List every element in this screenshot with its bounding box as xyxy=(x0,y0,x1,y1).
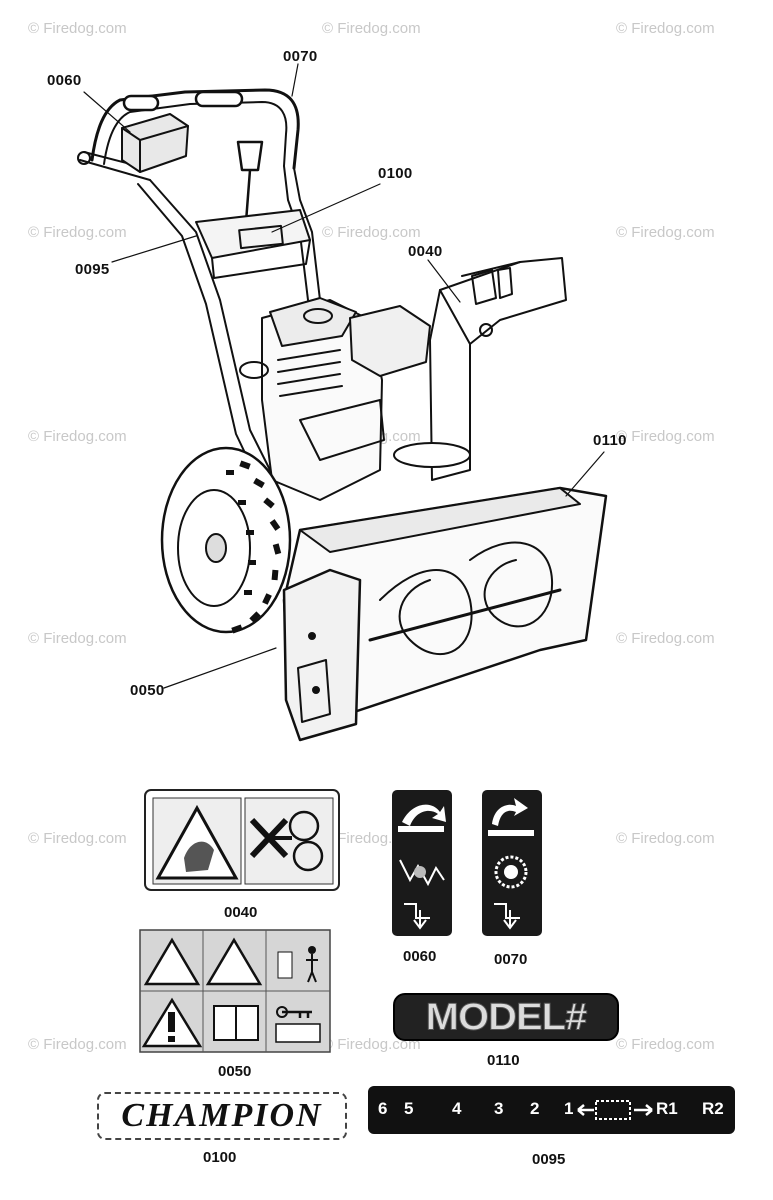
decal-label-0050: 0050 xyxy=(218,1063,252,1080)
gear-2: 2 xyxy=(530,1099,540,1118)
decal-0100-brand: CHAMPION xyxy=(97,1092,347,1140)
warning-triangle-icon xyxy=(143,937,201,986)
engine-detail xyxy=(299,399,385,461)
watermark: © Firedog.com xyxy=(616,428,715,445)
auger-spiral xyxy=(379,569,473,656)
watermark: © Firedog.com xyxy=(28,20,127,37)
housing-side xyxy=(282,568,362,742)
arrow-down-icon xyxy=(494,903,520,930)
watermark: © Firedog.com xyxy=(616,1036,715,1053)
decal-0060 xyxy=(392,790,452,936)
callout-0070: 0070 xyxy=(283,48,318,65)
watermark: © Firedog.com xyxy=(616,830,715,847)
watermark: © Firedog.com xyxy=(28,830,127,847)
gear-1: 1 xyxy=(564,1099,574,1118)
chute-tab xyxy=(471,267,513,305)
model-text: MODEL# xyxy=(425,995,588,1038)
tire xyxy=(160,446,292,634)
decal-label-0095: 0095 xyxy=(532,1151,566,1168)
engine-cap xyxy=(303,308,333,324)
leader-line-0070 xyxy=(291,63,299,97)
arrow-down-icon xyxy=(404,903,430,930)
watermark: © Firedog.com xyxy=(28,428,127,445)
watermark: © Firedog.com xyxy=(322,224,421,241)
skid-shoe xyxy=(297,659,331,723)
tire-tread xyxy=(226,460,282,634)
gear-3: 3 xyxy=(494,1099,504,1118)
dash-decal-area xyxy=(238,224,284,250)
callout-0060: 0060 xyxy=(47,72,82,89)
gear-5: 5 xyxy=(404,1099,414,1118)
callout-0040: 0040 xyxy=(408,243,443,260)
fuel-tank xyxy=(349,305,431,377)
watermark: © Firedog.com xyxy=(322,1036,421,1053)
gear-r2: R2 xyxy=(702,1099,724,1118)
decal-0040 xyxy=(144,789,340,891)
auger-shaft xyxy=(368,588,562,642)
tire-inner xyxy=(177,489,251,607)
control-box xyxy=(121,113,189,173)
warning-triangle-icon xyxy=(205,937,263,986)
recoil-handle xyxy=(239,361,269,379)
watermark: © Firedog.com xyxy=(322,20,421,37)
handle-grip xyxy=(194,90,244,108)
engine-fins xyxy=(277,349,343,397)
housing-lip xyxy=(299,487,581,553)
decal-0110-model: MODEL# xyxy=(393,993,619,1041)
gear-r1: R1 xyxy=(656,1099,678,1118)
leader-line-0110 xyxy=(565,451,605,497)
leader-line-0050 xyxy=(163,647,277,689)
watermark: © Firedog.com xyxy=(616,20,715,37)
discharge-chute xyxy=(429,257,567,481)
dash-lower xyxy=(211,239,311,279)
wheel-hub xyxy=(205,533,227,563)
watermark: © Firedog.com xyxy=(616,630,715,647)
dash-panel xyxy=(195,209,311,259)
person-distance-icon xyxy=(277,951,293,979)
watermark: © Firedog.com xyxy=(616,224,715,241)
gear-4: 4 xyxy=(452,1099,462,1118)
auger-spiral xyxy=(469,541,554,628)
wheel-icon xyxy=(494,855,528,889)
decal-label-0040: 0040 xyxy=(224,904,258,921)
chute-bolt xyxy=(479,323,493,337)
leader-line-0100 xyxy=(271,183,381,233)
decal-label-0110: 0110 xyxy=(487,1052,520,1069)
handle-grip xyxy=(122,94,160,112)
chute-crank xyxy=(236,140,264,224)
decal-label-0070: 0070 xyxy=(494,951,528,968)
lever-knob xyxy=(77,151,91,165)
leader-line-0040 xyxy=(427,259,461,303)
lever-arrow-icon xyxy=(402,804,446,826)
decal-label-0100: 0100 xyxy=(203,1149,237,1166)
callout-0095: 0095 xyxy=(75,261,110,278)
neutral-arrows-icon xyxy=(577,1100,653,1120)
decal-0070 xyxy=(482,790,542,936)
gear-6: 6 xyxy=(378,1099,388,1118)
callout-0100: 0100 xyxy=(378,165,413,182)
handle-left xyxy=(149,179,271,471)
decal-label-0060: 0060 xyxy=(403,948,437,965)
callout-0110: 0110 xyxy=(593,432,627,449)
watermark: © Firedog.com xyxy=(28,630,127,647)
chute-ring xyxy=(393,442,471,468)
handle-left-inner xyxy=(137,183,257,477)
watermark: © Firedog.com xyxy=(28,1036,127,1053)
watermark: © Firedog.com xyxy=(28,224,127,241)
decal-0050 xyxy=(139,929,331,1053)
decal-0095-gear-indicator: 6 5 4 3 2 1 R1 R2 xyxy=(368,1086,735,1134)
leader-line-0095 xyxy=(111,235,197,263)
callout-0050: 0050 xyxy=(130,682,165,699)
lever-arrow-icon xyxy=(492,798,528,826)
brand-text: CHAMPION xyxy=(121,1097,323,1134)
leader-line-0060 xyxy=(83,91,131,133)
